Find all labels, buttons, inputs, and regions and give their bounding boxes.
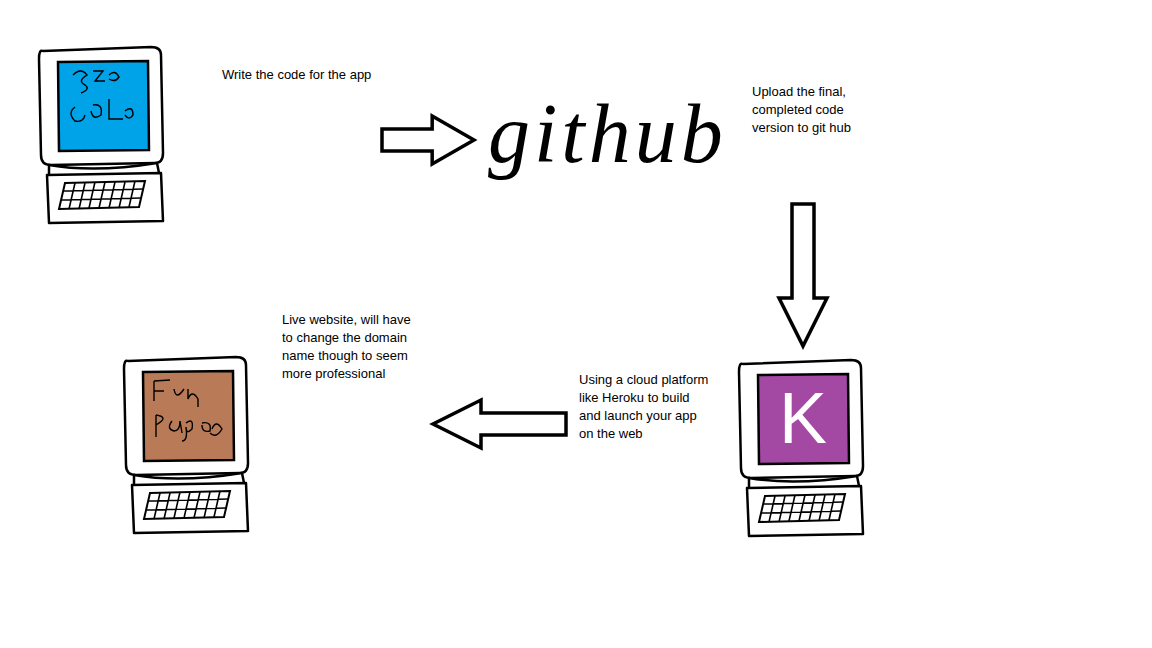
step-node: github Upload the final, completed code v…: [480, 78, 876, 198]
block-arrow: [779, 204, 827, 346]
code-scribble: [71, 71, 133, 121]
step-caption: Live website, will have to change the do…: [282, 311, 422, 383]
github-logo-text: github: [488, 92, 738, 176]
text-slot: github: [488, 92, 738, 176]
computer-body: [124, 357, 248, 533]
computer-body: [739, 360, 863, 536]
computer-body: [39, 47, 163, 223]
text-slot: Upload the final, completed code version…: [752, 83, 872, 137]
screen: [58, 61, 149, 151]
block-arrow: [382, 116, 474, 164]
text-slot: Live website, will have to change the do…: [282, 311, 422, 383]
text-slot: Write the code for the app: [222, 66, 372, 84]
computer-illustration: [739, 360, 863, 536]
screen: [143, 371, 234, 461]
step-caption: Write the code for the app: [222, 66, 372, 84]
computer-illustration: [124, 357, 248, 533]
text-slot: Using a cloud platform like Heroku to bu…: [579, 371, 714, 443]
text-slot: K: [773, 382, 833, 454]
block-arrow: [433, 400, 566, 448]
computer-illustration: [39, 47, 163, 223]
page-scribble: [154, 380, 222, 441]
heroku-logo-letter: K: [773, 382, 833, 454]
step-node: Live website, will have to change the do…: [115, 305, 427, 537]
step-node: Write the code for the app: [30, 40, 376, 230]
screen: [758, 374, 849, 464]
step-caption: Upload the final, completed code version…: [752, 83, 872, 137]
step-node: K Using a cloud platform like Heroku to b…: [572, 352, 872, 540]
step-caption: Using a cloud platform like Heroku to bu…: [579, 371, 714, 443]
